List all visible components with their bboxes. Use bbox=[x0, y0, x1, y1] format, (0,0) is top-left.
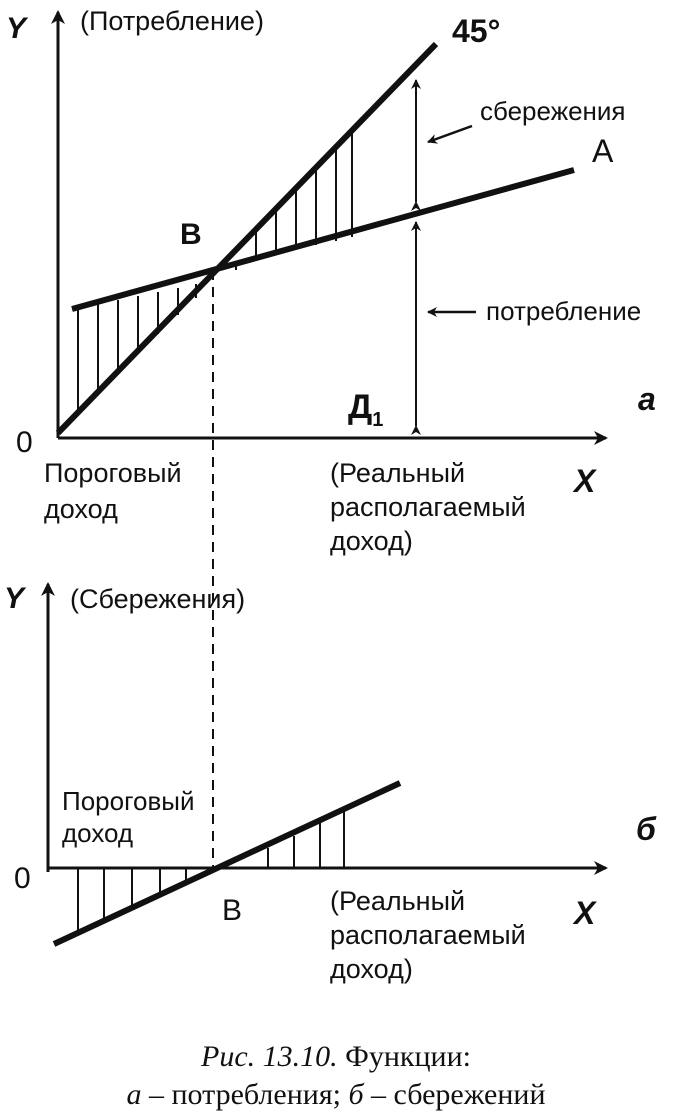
real-income-text-a2: располагаемый bbox=[330, 492, 526, 522]
real-income-text-b3: доход) bbox=[330, 954, 413, 984]
y-axis-label-b: Y bbox=[4, 582, 27, 615]
angle-label: 45° bbox=[452, 13, 500, 49]
panel-b: Y (Сбережения) Пороговый доход б 0 B X (… bbox=[4, 582, 657, 984]
x-axis-label-b: X bbox=[572, 895, 597, 931]
hatching-dissaving bbox=[77, 284, 197, 413]
threshold-text-b2: доход bbox=[62, 818, 133, 848]
threshold-text-a1: Пороговый bbox=[44, 458, 182, 488]
threshold-text-b1: Пороговый bbox=[62, 786, 194, 816]
caption-line-2: а – потребления; б – сбережений bbox=[126, 1078, 545, 1111]
y-axis-caption-b: (Сбережения) bbox=[70, 584, 245, 614]
x-axis-label-a: X bbox=[572, 463, 597, 499]
threshold-text-a2: доход bbox=[44, 494, 118, 524]
origin-a: 0 bbox=[16, 426, 33, 459]
savings-line bbox=[52, 780, 402, 947]
consumption-label: потребление bbox=[486, 296, 641, 326]
line-45-degree bbox=[55, 41, 439, 436]
figure-caption: Рис. 13.10. Функции: а – потребления; б … bbox=[126, 1040, 545, 1111]
origin-b: 0 bbox=[14, 862, 31, 895]
d1-label: Д1 bbox=[348, 388, 383, 431]
real-income-text-a1: (Реальный bbox=[330, 458, 465, 488]
point-b-label-b: B bbox=[222, 894, 242, 927]
real-income-text-b2: располагаемый bbox=[330, 920, 526, 950]
panel-a: Y (Потребление) 45° сбережения A B потре… bbox=[6, 6, 656, 872]
line-a-label: A bbox=[592, 133, 614, 169]
panel-letter-a: a bbox=[638, 381, 656, 417]
caption-line-1: Рис. 13.10. Функции: bbox=[200, 1040, 471, 1073]
real-income-text-a3: доход) bbox=[330, 526, 413, 556]
savings-pointer bbox=[427, 124, 473, 144]
y-axis-label-a: Y bbox=[6, 12, 29, 45]
real-income-text-b1: (Реальный bbox=[330, 886, 465, 916]
hatching-savings bbox=[235, 132, 353, 270]
point-b-label-a: B bbox=[180, 218, 202, 251]
hatching-positive-savings bbox=[267, 812, 345, 868]
savings-label: сбережения bbox=[480, 96, 626, 126]
panel-letter-b: б bbox=[636, 811, 657, 847]
y-axis-caption-a: (Потребление) bbox=[80, 6, 264, 36]
consumption-line-a bbox=[71, 167, 575, 312]
